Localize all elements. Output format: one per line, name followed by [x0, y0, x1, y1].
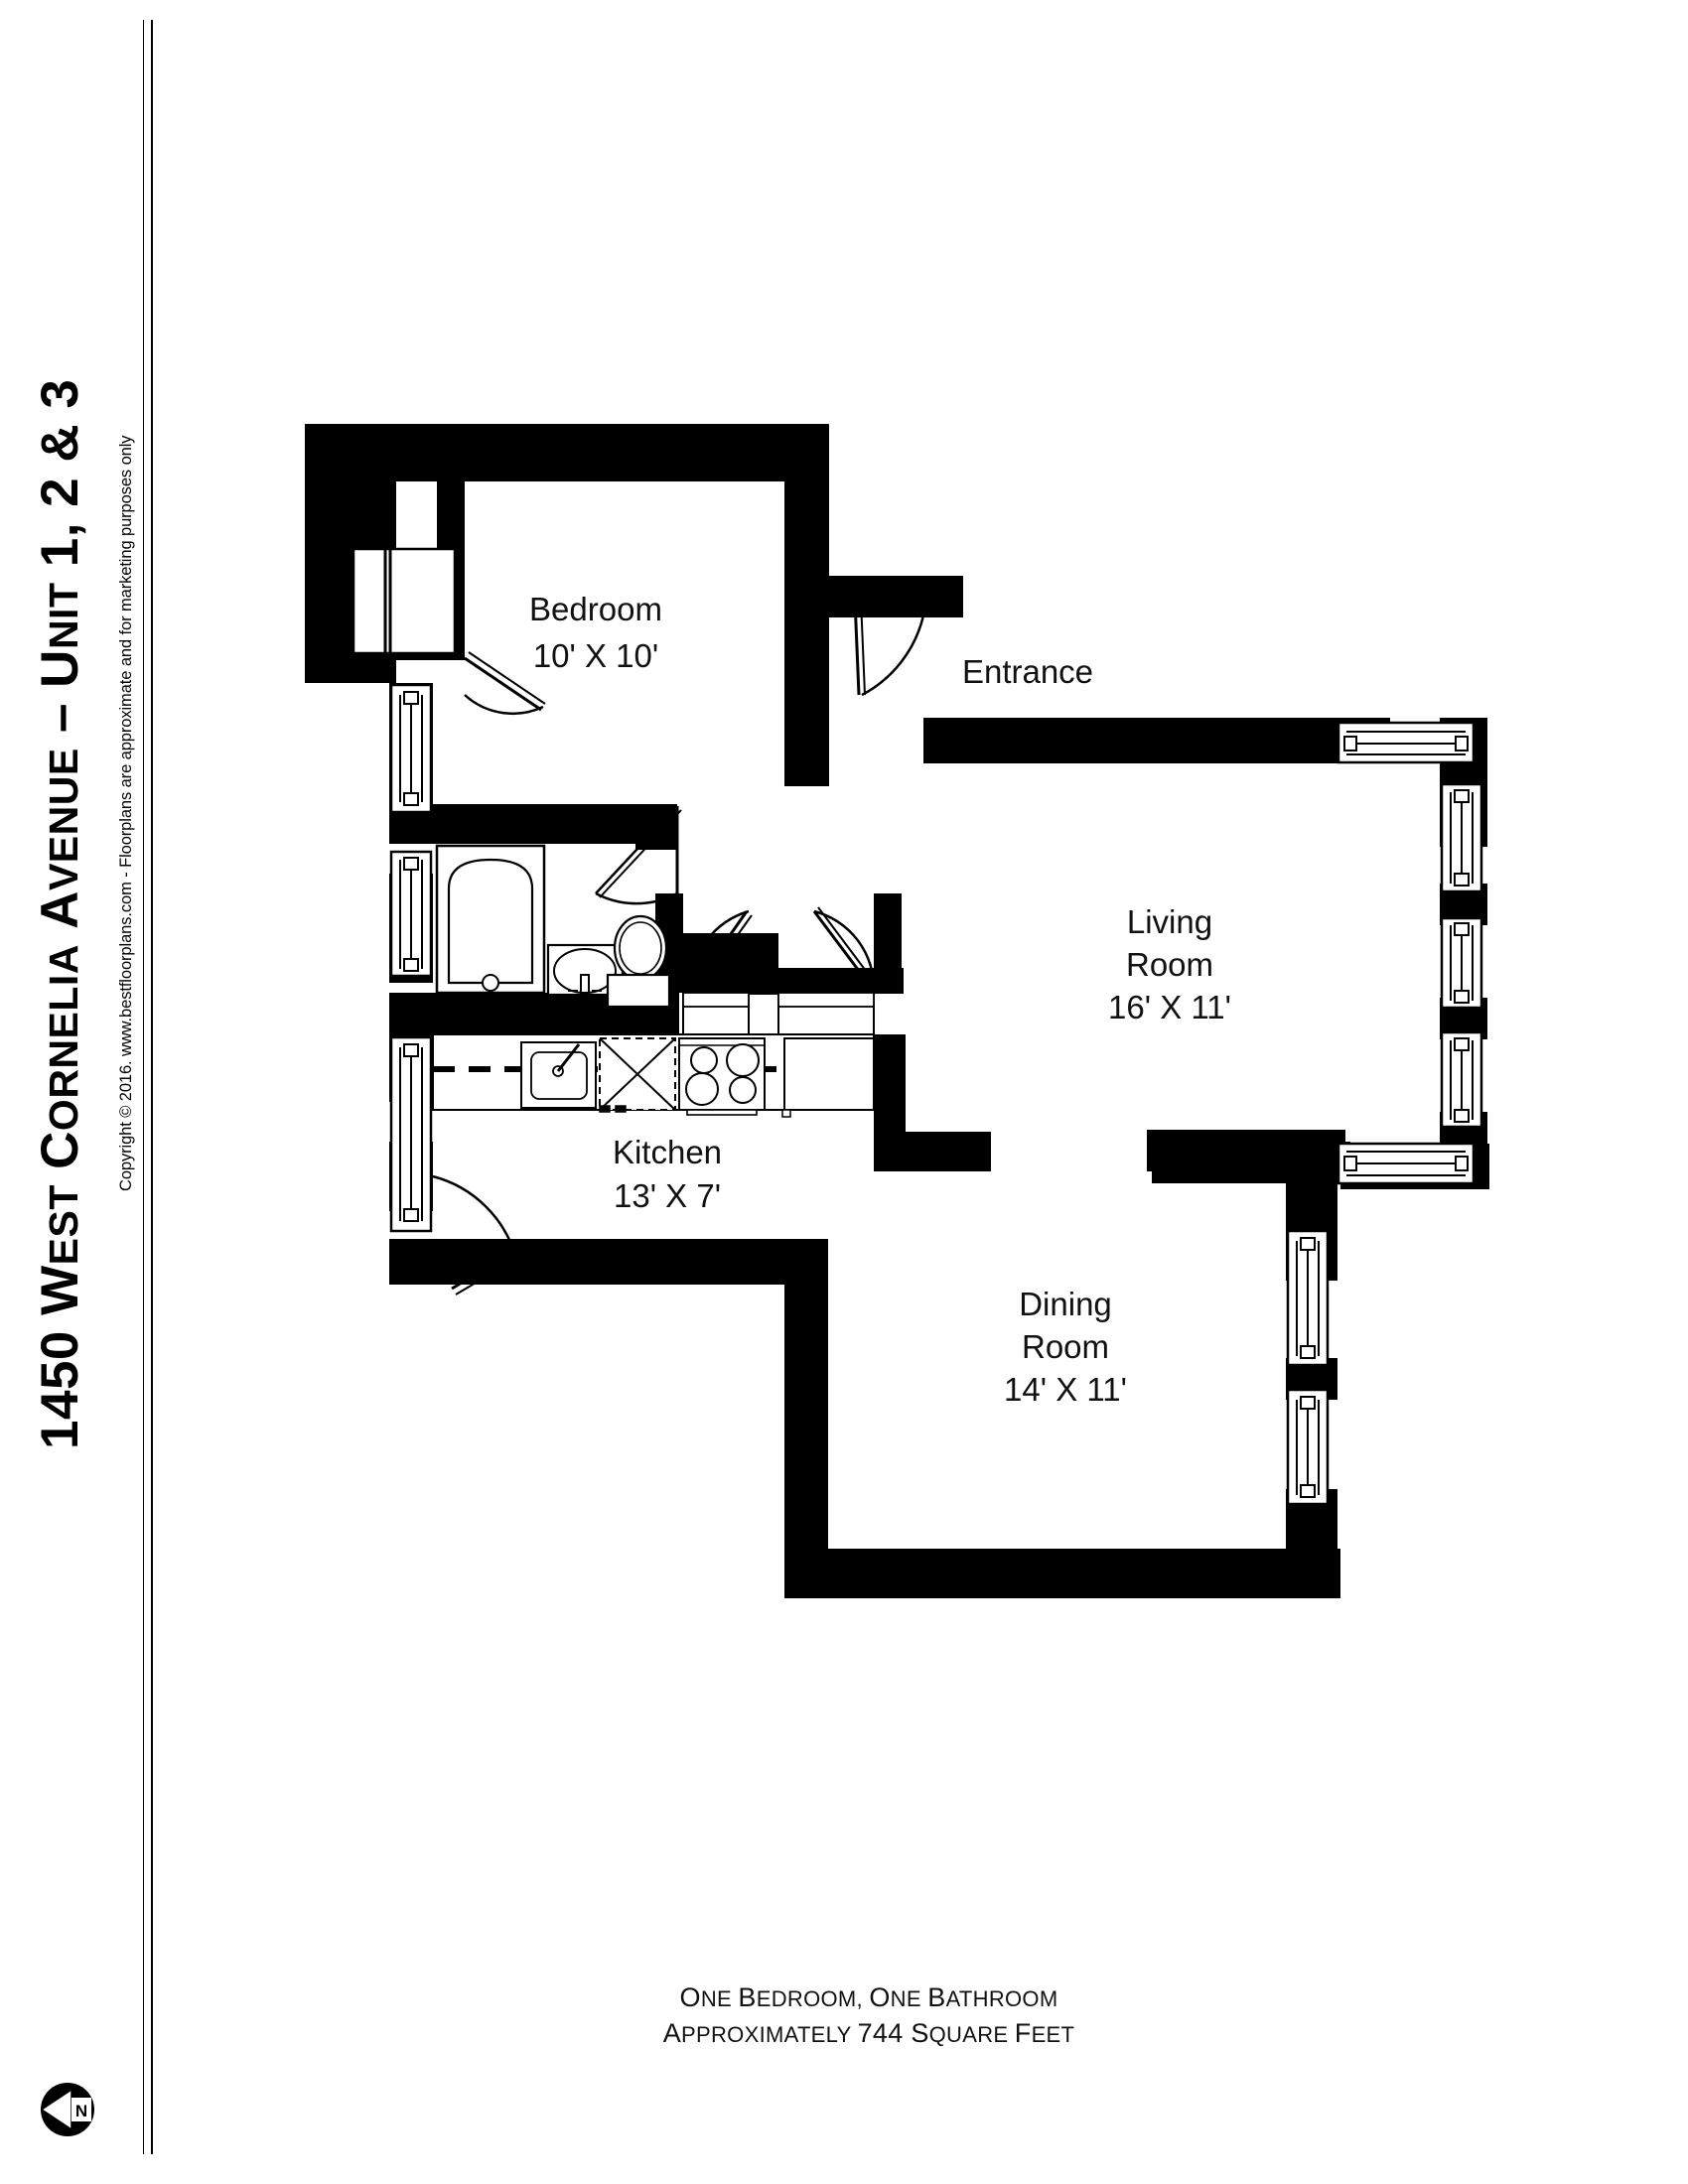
caption-line-2: APPROXIMATELY 744 SQUARE FEET: [298, 2016, 1440, 2052]
title-rule-inner: [143, 20, 144, 2154]
caption-l2-f: F: [1014, 2017, 1032, 2048]
caption-l2-d: S: [911, 2017, 929, 2048]
label-entrance: Entrance: [962, 653, 1093, 690]
window-living-bay-right-1[interactable]: [1440, 782, 1483, 893]
window-living-bay-right-2[interactable]: [1440, 916, 1483, 1010]
wall-living-top: [923, 718, 1340, 763]
window-bedroom-2[interactable]: [389, 850, 433, 978]
label-living-dims: 16' X 11': [1108, 989, 1231, 1025]
caption-l2-a: A: [662, 2017, 682, 2048]
window-living-bay-right-3[interactable]: [1440, 1030, 1483, 1129]
window-kitchen-left[interactable]: [389, 1035, 433, 1233]
window-living-bay-top[interactable]: [1336, 721, 1476, 764]
cooktop-range-icon: [678, 1037, 766, 1116]
caption-l1-f: NE: [890, 1986, 928, 2011]
bathroom-fixtures: [435, 844, 671, 1009]
label-kitchen-dims: 13' X 7': [614, 1177, 721, 1214]
label-kitchen-name: Kitchen: [613, 1134, 722, 1170]
bedroom-hall-door[interactable]: [595, 805, 682, 905]
entrance-swing-door[interactable]: [852, 575, 925, 697]
wall-dining-right-lower: [1286, 1489, 1337, 1598]
bathtub-icon: [435, 844, 546, 999]
wall-kitchen-bottom-step: [784, 1239, 828, 1586]
window-dining-2[interactable]: [1286, 1388, 1330, 1506]
wall-bedroom-bottom: [389, 804, 677, 844]
bedroom-swing-door[interactable]: [464, 651, 546, 715]
wall-entrance-right-jamb: [923, 576, 963, 617]
label-dining-name-2: Room: [1022, 1328, 1109, 1365]
label-living-name-1: Living: [1127, 903, 1212, 940]
caption-l1-c: B: [738, 1982, 757, 2012]
compass-north-letter: N: [75, 2102, 87, 2120]
label-bedroom-dims: 10' X 10': [533, 637, 658, 674]
caption-l2-g: EET: [1031, 2021, 1075, 2047]
hall-closet-shelves: [682, 992, 875, 1035]
refrigerator-icon: [781, 1037, 875, 1118]
caption-l1-a: O: [679, 1982, 701, 2012]
caption-l1-b: NE: [700, 1986, 739, 2011]
label-living-name-2: Room: [1126, 946, 1213, 983]
kitchen-sink-icon: [520, 1041, 597, 1109]
door-group: [352, 547, 925, 1296]
caption-l2-e: QUARE: [928, 2021, 1015, 2047]
closet-sliding-door[interactable]: [352, 547, 457, 655]
room-labels: Bedroom 10' X 10' Entrance Living Room 1…: [529, 591, 1231, 1408]
hall-closet-door-left[interactable]: [689, 909, 753, 996]
dishwasher-icon: [599, 1037, 676, 1113]
window-bedroom-1[interactable]: [389, 683, 433, 814]
caption-l2-b: PPROXIMATELY: [681, 2021, 858, 2047]
wall-kitchen-bottom: [389, 1239, 826, 1285]
caption-l1-h: ATHROOM: [945, 1986, 1058, 2011]
caption-line-1: ONE BEDROOM, ONE BATHROOM: [298, 1980, 1440, 2016]
title-band: 1450 WEST CORNELIA AVENUE – UNIT 1, 2 & …: [0, 0, 159, 2184]
caption-l2-c: 744: [857, 2017, 912, 2048]
label-dining-dims: 14' X 11': [1004, 1371, 1127, 1408]
kitchen-fixtures: [432, 1033, 875, 1118]
label-bedroom-name: Bedroom: [529, 591, 662, 627]
compass-letter-plate: [71, 2098, 91, 2121]
wall-kitchen-bottom-right: [874, 1132, 991, 1171]
label-dining-name-1: Dining: [1019, 1286, 1112, 1322]
window-living-bay-bottom[interactable]: [1336, 1142, 1476, 1185]
title-rule-outer: [151, 20, 153, 2154]
caption-l1-d: EDROOM,: [756, 1986, 870, 2011]
hall-closet-door-right[interactable]: [812, 906, 879, 992]
wall-group: [305, 424, 1489, 1598]
toilet-icon: [606, 914, 671, 1009]
window-dining-1[interactable]: [1286, 1229, 1330, 1367]
caption-l1-g: B: [927, 1982, 946, 2012]
window-group: [389, 683, 1483, 1506]
wall-hall-top-right: [774, 968, 904, 994]
north-arrow-compass-icon: N: [40, 2083, 94, 2136]
plan-caption: ONE BEDROOM, ONE BATHROOM APPROXIMATELY …: [298, 1980, 1440, 2051]
caption-l1-e: O: [869, 1982, 891, 2012]
wall-dining-bottom: [784, 1549, 1340, 1598]
kitchen-swing-door[interactable]: [432, 1174, 518, 1296]
